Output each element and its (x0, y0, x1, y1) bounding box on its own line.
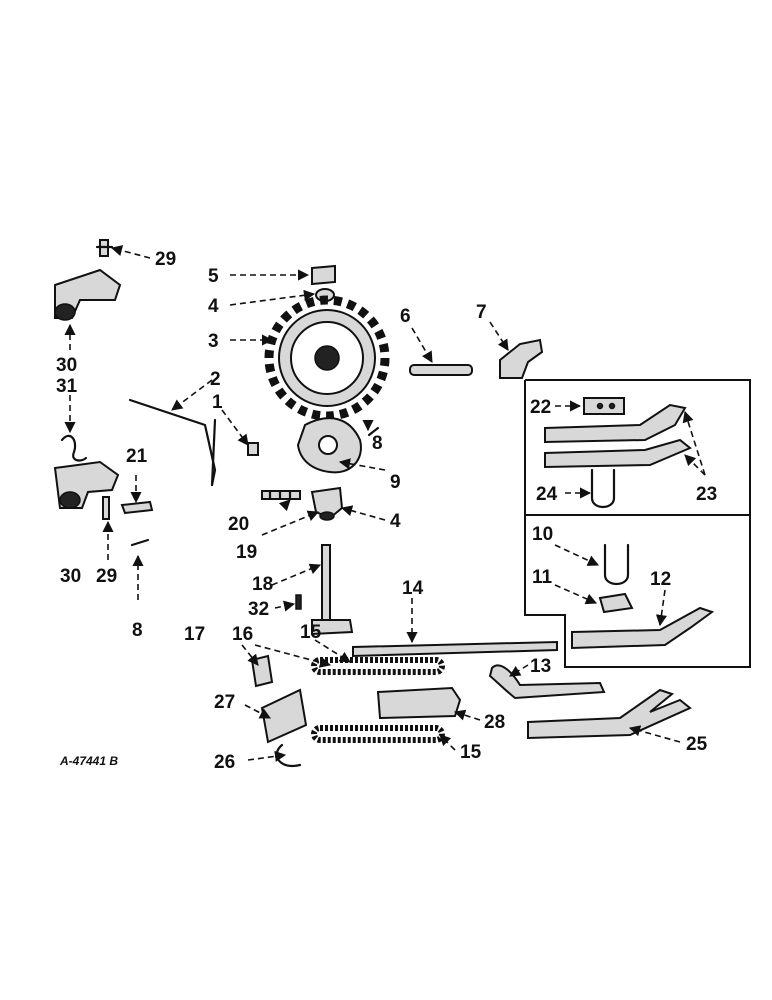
part-29-lower-pin (102, 496, 110, 520)
part-8-left-pin (130, 538, 150, 547)
part-23-arms (544, 403, 692, 469)
callout-4-upper: 4 (208, 296, 219, 317)
callout-29-top: 29 (155, 249, 176, 270)
part-15-spring-lower (311, 725, 445, 743)
callout-23: 23 (696, 484, 717, 505)
callout-22: 22 (530, 397, 551, 418)
callout-8-left: 8 (132, 620, 143, 641)
callout-15-lower: 15 (460, 742, 482, 763)
part-25-arm (527, 688, 692, 740)
part-5-cap (311, 264, 336, 286)
part-10-u-bolt (603, 543, 630, 586)
callout-30-lower: 30 (60, 566, 81, 587)
callout-1: 1 (212, 392, 223, 413)
part-27-bracket (260, 688, 308, 744)
callout-27: 27 (214, 692, 235, 713)
callout-31: 31 (56, 376, 78, 397)
part-21-small-bracket (120, 500, 154, 515)
callout-13: 13 (530, 656, 551, 677)
callout-14: 14 (402, 578, 424, 599)
callout-17: 17 (184, 624, 205, 645)
callout-21: 21 (126, 446, 148, 467)
part-6-chain-link (409, 364, 473, 376)
callout-7: 7 (476, 302, 487, 323)
callout-8-right: 8 (372, 433, 383, 454)
callout-labels: 1 2 3 4 4 5 6 7 8 8 9 10 11 12 13 14 15 … (56, 249, 717, 773)
callout-3: 3 (208, 331, 219, 352)
callout-5: 5 (208, 266, 219, 287)
part-14-long-bar (352, 640, 558, 658)
part-19-mount (310, 486, 344, 521)
callout-32: 32 (248, 599, 269, 620)
callout-16: 16 (232, 624, 253, 645)
part-28-plate (376, 686, 462, 720)
callout-28: 28 (484, 712, 505, 733)
callout-25: 25 (686, 734, 708, 755)
part-12-arm (571, 606, 715, 650)
callout-30-upper: 30 (56, 355, 77, 376)
callout-24: 24 (536, 484, 558, 505)
callout-6: 6 (400, 306, 411, 327)
callout-arrows (64, 245, 706, 762)
part-3-sprocket (264, 295, 390, 421)
callout-11: 11 (532, 567, 553, 588)
part-1-small-plate (247, 442, 259, 456)
callout-12: 12 (650, 569, 671, 590)
kit-frame-upper (524, 379, 751, 668)
callout-10: 10 (532, 524, 553, 545)
callout-15-upper: 15 (300, 622, 322, 643)
part-7-angle-bracket (499, 338, 544, 379)
part-2-lever-arm (128, 398, 217, 487)
part-13-curved-arm (488, 664, 606, 700)
part-31-spring-clip (60, 434, 88, 462)
part-18-shaft (311, 544, 354, 636)
callout-2: 2 (210, 369, 221, 390)
part-30-lower-bracket (53, 460, 120, 509)
part-24-u-bolt (590, 468, 616, 509)
part-8-right-pin (367, 426, 380, 437)
part-29-top-clip (95, 239, 114, 257)
part-20-spring (261, 489, 301, 501)
figure-code: A-47441 B (59, 754, 118, 768)
callout-20: 20 (228, 514, 249, 535)
callout-18: 18 (252, 574, 273, 595)
callout-26: 26 (214, 752, 235, 773)
part-32-pin (295, 594, 302, 610)
callout-9: 9 (390, 472, 401, 493)
callout-4-lower: 4 (390, 511, 401, 532)
callout-19: 19 (236, 542, 257, 563)
part-16-spring-upper (311, 657, 445, 675)
part-11-clamp (598, 592, 634, 614)
callout-29-lower: 29 (96, 566, 117, 587)
part-30-upper-bracket (54, 268, 122, 321)
part-22-plate (583, 397, 625, 415)
